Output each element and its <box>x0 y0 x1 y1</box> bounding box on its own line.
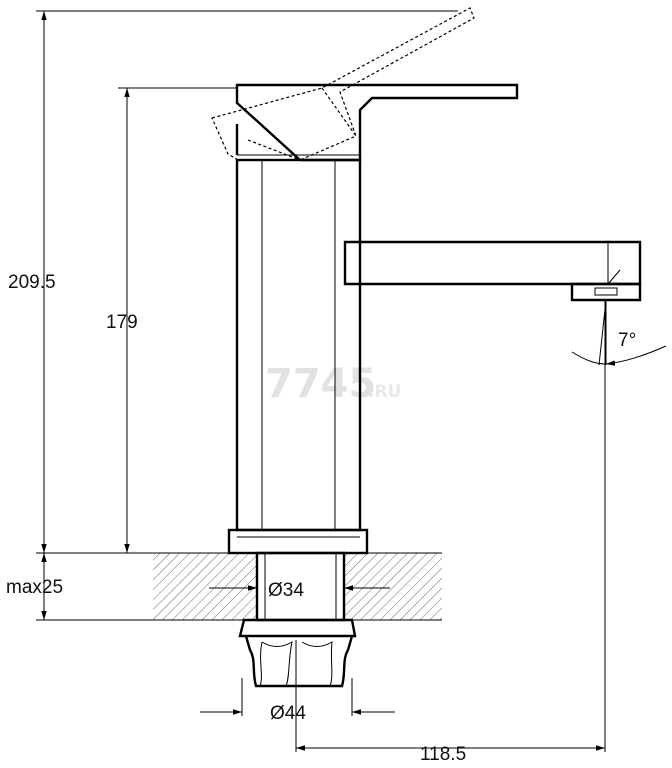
label-body-height: 179 <box>106 312 138 333</box>
raised-lever-outline <box>211 7 475 161</box>
label-max-thickness: max25 <box>6 577 63 598</box>
faucet-handle <box>235 83 519 162</box>
label-inner-diameter: Ø34 <box>268 580 304 601</box>
label-spout-angle: 7° <box>618 330 636 351</box>
spout-aerator <box>570 282 642 302</box>
dimension-lines <box>41 11 605 751</box>
watermark-brand: 7745 <box>265 361 376 407</box>
fixing-nut <box>238 618 357 688</box>
extension-lines <box>36 10 606 752</box>
watermark-suffix: .RU <box>368 382 401 402</box>
label-outer-diameter: Ø44 <box>270 703 306 724</box>
label-total-height: 209.5 <box>8 272 56 293</box>
countertop-left <box>153 553 257 620</box>
faucet-body <box>235 158 362 532</box>
watermark: 7745 .RU <box>265 361 401 407</box>
dimension-labels: 209.5 179 max25 Ø34 Ø44 118.5 7° <box>6 272 636 765</box>
stream-angled <box>598 299 607 366</box>
aerator-insert <box>594 287 618 296</box>
faucet-spout <box>343 240 642 286</box>
label-spout-reach: 118.5 <box>420 744 466 765</box>
countertop-right <box>344 553 442 620</box>
faucet <box>211 7 667 688</box>
angle-arc-right <box>605 345 667 366</box>
angle-arc-left <box>571 351 607 365</box>
faucet-base-ring <box>227 528 369 555</box>
countertop <box>153 552 442 621</box>
